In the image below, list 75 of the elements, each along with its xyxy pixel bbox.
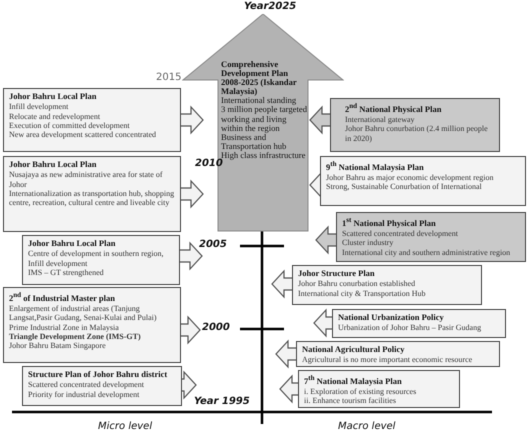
plan-heading: 9$^{th}$ National Malaysia Plan	[326, 160, 425, 172]
plan-item: ii. Enhance tourism facilities	[304, 396, 397, 406]
block-arrow	[181, 370, 197, 400]
plan-box	[332, 309, 506, 338]
plan-heading: Johor Bahru Local Plan	[9, 160, 98, 170]
plan-goal: International standing	[221, 96, 298, 106]
year-label: 2010	[195, 158, 223, 169]
plan-box	[292, 265, 482, 305]
plan-heading: Structure Plan of Johor Bahru district	[28, 370, 168, 380]
block-arrow	[180, 179, 204, 209]
plan-item: Centre of development in southern region, Infill development	[28, 249, 165, 268]
year-label: Year2025	[244, 1, 296, 12]
plan-item: Infill development	[9, 102, 70, 112]
plan-heading: 1$^{st}$ National Physical Plan	[342, 216, 437, 228]
plan-goal: Business and Transportation hub	[221, 132, 288, 151]
plan-box	[298, 370, 460, 408]
plan-item: Triangle Development Zone (IMS-GT)	[9, 332, 142, 342]
plan-item: Johor Bahru conurbation established	[298, 279, 416, 289]
block-arrow	[275, 339, 297, 369]
plan-box	[22, 366, 182, 406]
plan-item: Relocate and redevelopment	[9, 112, 102, 121]
plan-heading: Johor Structure Plan	[298, 269, 376, 278]
block-arrow	[313, 308, 333, 338]
year-label: 2015	[156, 72, 182, 83]
axis-label: Micro level	[98, 421, 152, 432]
plan-box	[330, 98, 500, 152]
plan-item: Internationalization as transportation hub, shopping centre, recreation, cultural centre and liveable city	[9, 188, 175, 208]
plan-box	[320, 156, 526, 206]
plan-box	[3, 287, 181, 363]
plan-item: Execution of committed development	[9, 120, 131, 130]
plan-item: Cluster industry	[342, 238, 394, 248]
plan-item: IMS – GT strengthened	[28, 268, 105, 278]
plan-heading: National Urbanization Policy	[338, 313, 445, 322]
plan-item: International gateway	[345, 115, 416, 124]
axis-label: Macro level	[338, 421, 396, 432]
plan-item: Johor Bahru as major economic development region	[326, 173, 495, 182]
plan-item: Scattered concentrated development	[28, 380, 145, 390]
plan-item: Nusajaya as new administrative area for state of Johor	[9, 170, 164, 189]
plan-item: International city and southern administrative region	[342, 248, 512, 258]
plan-item: International city & Transportation Hub	[298, 288, 427, 298]
plan-box	[3, 156, 181, 232]
plan-goal: 3 million people targeted working and living within the region	[221, 105, 307, 133]
block-arrow	[309, 105, 331, 135]
plan-heading: National Agricultural Policy	[302, 345, 406, 354]
plan-item: i. Exploration of existing resources	[304, 387, 418, 396]
plan-goal: High class infrastructure	[221, 150, 306, 160]
plan-item: Johor Bahru Batam Singapore	[9, 341, 107, 351]
plan-heading: Johor Bahru Local Plan	[28, 239, 116, 248]
plan-item: Scattered concentrated development	[342, 229, 459, 238]
block-arrow	[179, 241, 203, 271]
plan-heading: 7$^{th}$ National Malaysia Plan	[304, 374, 403, 386]
plan-item: New area development scattered concentrated	[9, 130, 158, 140]
plan-item: Enlargement of industrial areas (Tanjung Langsat,Pasir Gudang, Senai-Kulai and Pulai)	[9, 304, 158, 323]
plan-item: Prime Industrial Zone in Malaysia	[9, 322, 120, 332]
plan-box	[22, 235, 180, 285]
plan-item: Agricultural is no more important economic resource	[302, 355, 474, 365]
year-label: Year 1995	[194, 396, 250, 407]
plan-item: Strong, Sustainable Conurbation of International	[326, 182, 483, 192]
block-arrow	[180, 105, 204, 135]
plan-heading: 2$^{nd}$ National Physical Plan	[345, 102, 442, 114]
plan-heading: 2$^{nd}$ of Industrial Master plan	[9, 291, 116, 304]
block-arrow	[271, 269, 293, 299]
block-arrow	[180, 315, 201, 345]
plan-box	[296, 341, 500, 367]
plan-box	[336, 212, 526, 262]
plan-heading: Johor Bahru Local Plan	[9, 92, 98, 102]
plan-item: Priority for industrial development	[28, 390, 140, 399]
block-arrow	[279, 374, 299, 404]
plan-item: Johor Bahru conurbation (2.4 million people in 2020)	[345, 124, 489, 144]
plan-box	[3, 88, 181, 152]
year-label: 2000	[202, 322, 230, 333]
year-label: 2005	[199, 239, 227, 250]
plan-item: Urbanization of Johor Bahru – Pasir Gudang	[338, 323, 482, 333]
plan-title: Comprehensive Development Plan 2008-2025 (Iskandar Malaysia)	[221, 60, 298, 96]
block-arrow	[315, 225, 337, 255]
